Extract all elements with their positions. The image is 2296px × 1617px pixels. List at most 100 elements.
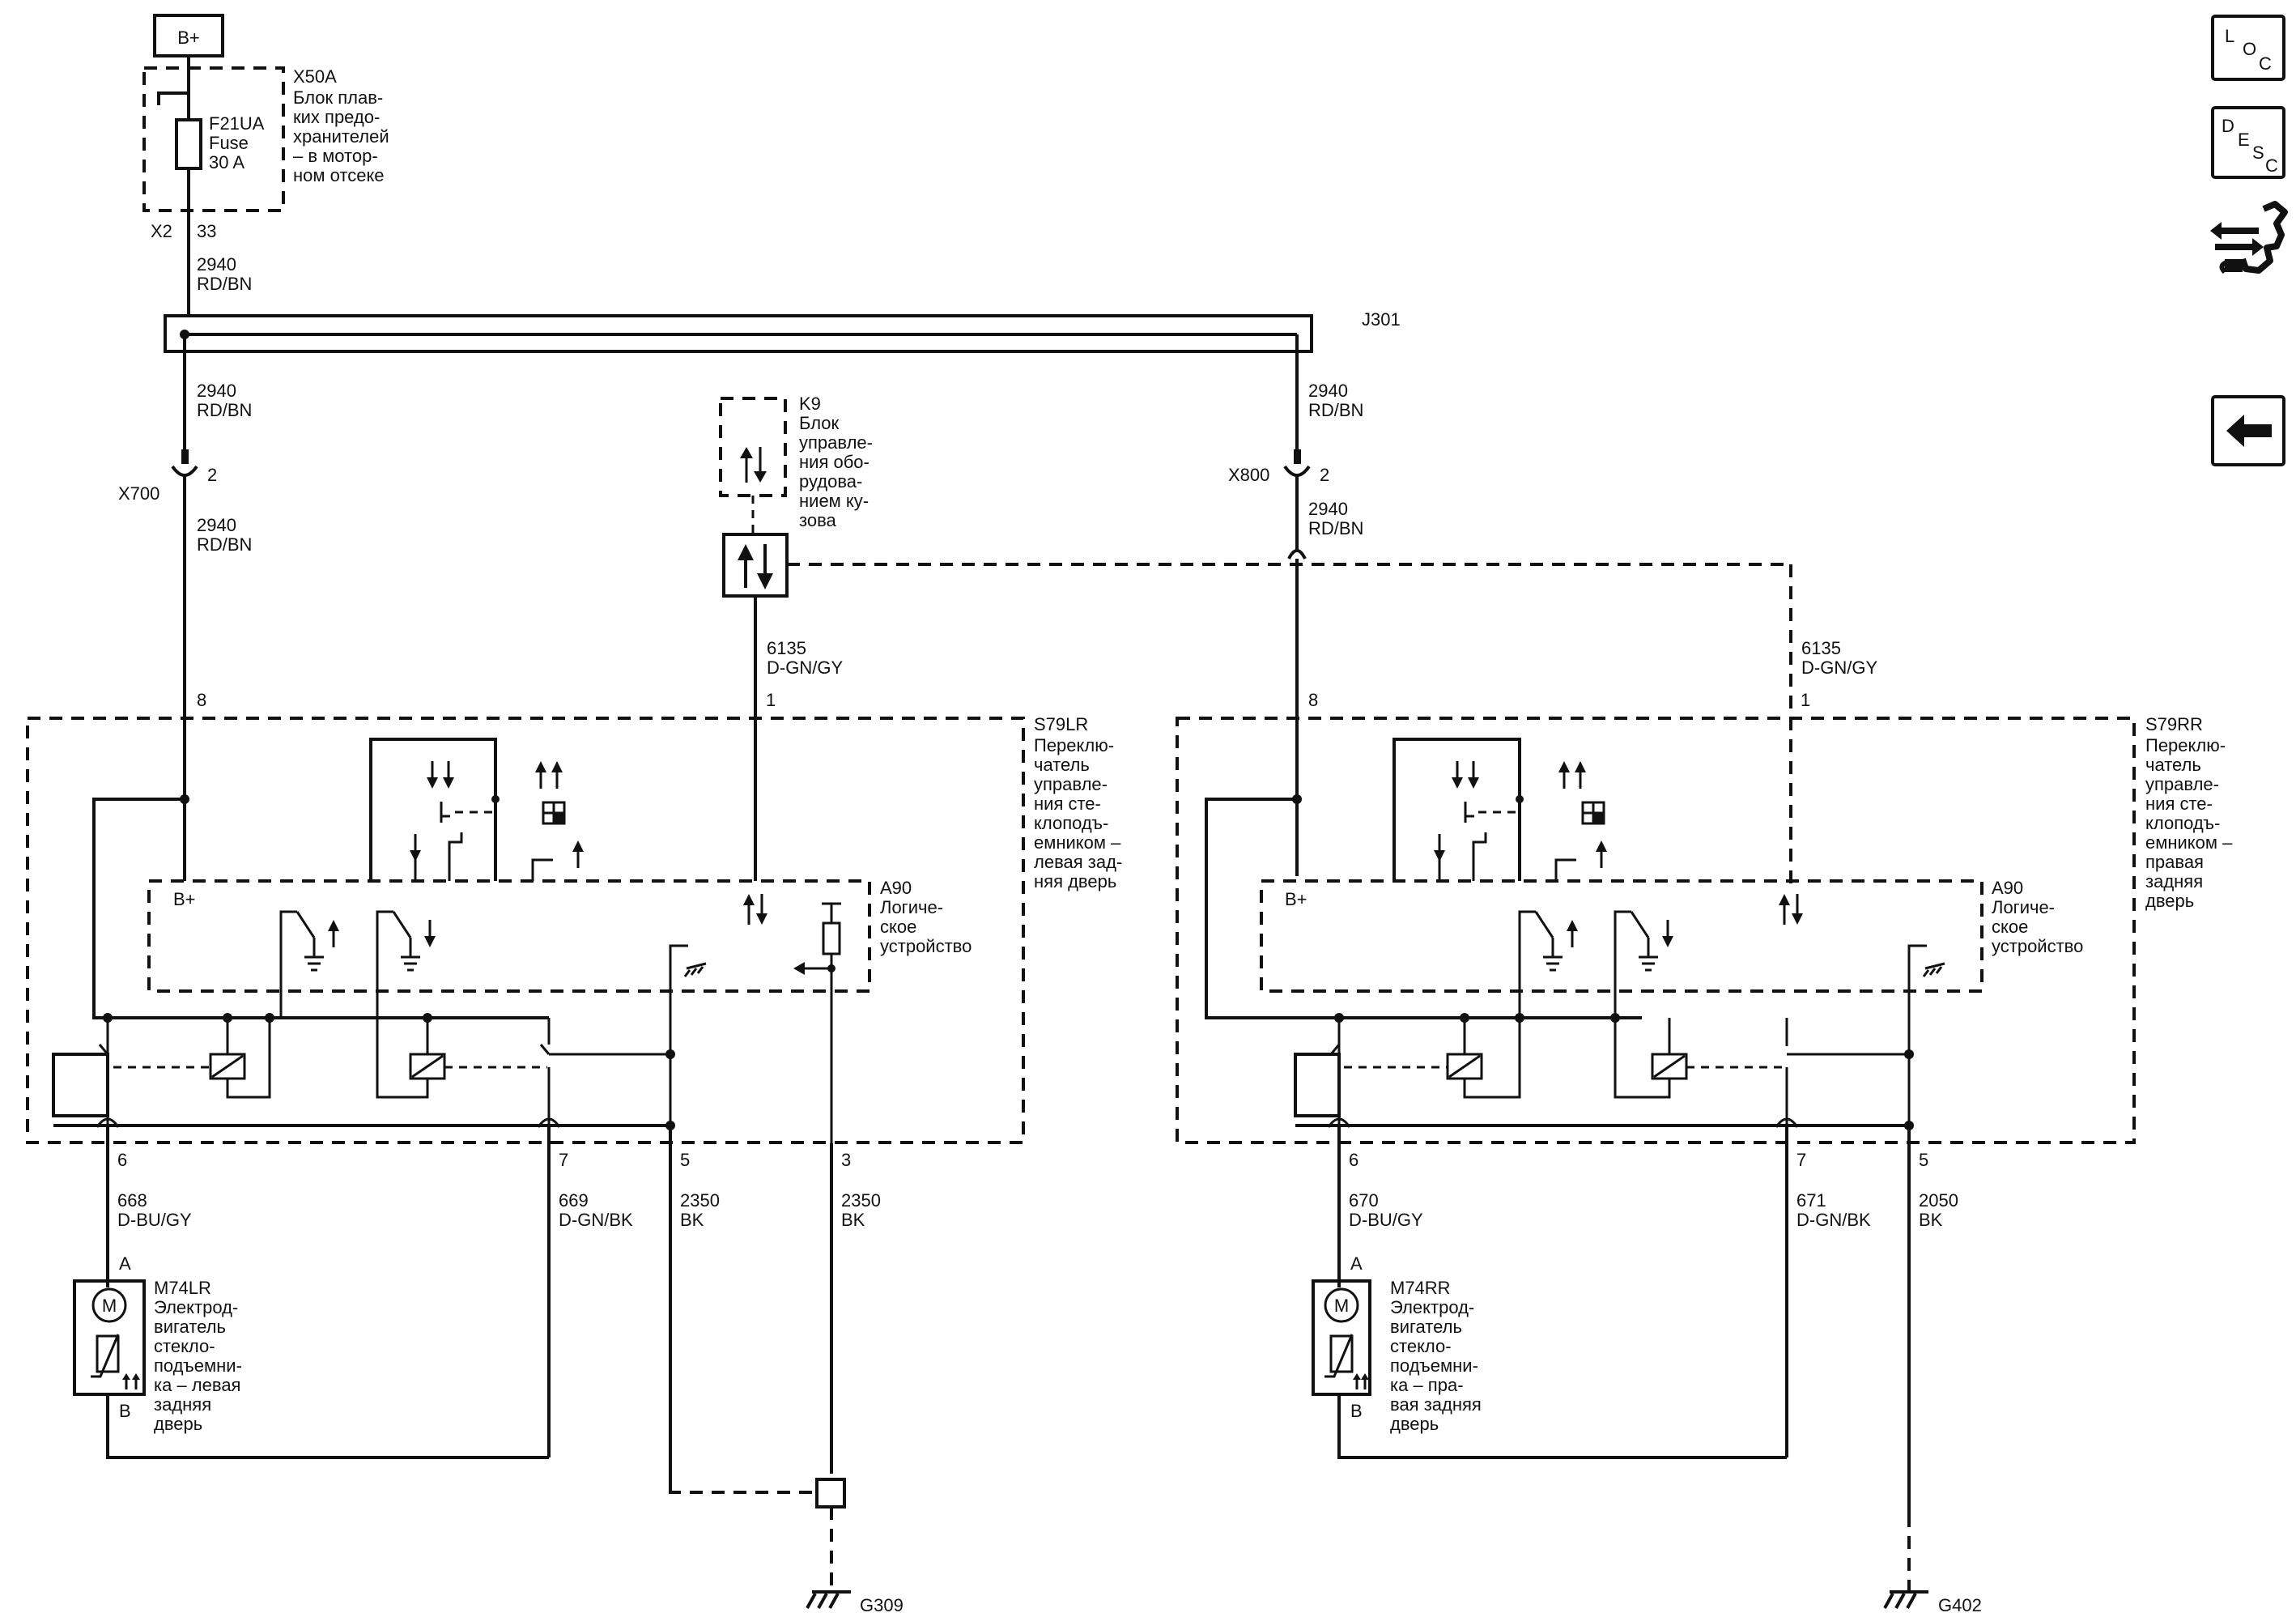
wire-670-color: D-BU/GY <box>1349 1210 1423 1230</box>
logic-lr-id: A90 <box>880 878 912 898</box>
switch-rr-id: S79RR <box>2145 714 2203 734</box>
fuse-block-x50a: X50A Блок плав- ких предо- хранителей – … <box>142 66 389 241</box>
switch-rr-desc-5: клоподъ- <box>2145 813 2220 833</box>
switch-rr-pin-5: 5 <box>1919 1150 1928 1170</box>
switch-lr-pin-7: 7 <box>559 1150 568 1170</box>
switch-rr-desc-1: Переклю- <box>2145 735 2226 755</box>
wire-2050-color: BK <box>1919 1210 1943 1230</box>
fuse-block-id: X50A <box>293 66 337 87</box>
motor-lr-desc-7: дверь <box>154 1414 202 1434</box>
bcm-desc-3: ния обо- <box>799 452 870 472</box>
motor-lr-pin-b: B <box>119 1401 131 1421</box>
motor-lr-desc-5: ка – левая <box>154 1375 240 1395</box>
double-up-arrow-icon <box>1353 1373 1369 1389</box>
switch-lr-desc-3: управле- <box>1034 774 1108 794</box>
ground-g309: G309 <box>860 1595 904 1615</box>
right-feed-number: 2940 <box>1308 381 1348 401</box>
fuse-block-desc-1: Блок плав- <box>293 87 383 108</box>
desc-button[interactable]: D E S C <box>2211 106 2285 179</box>
switch-rr-desc-6: емником – <box>2145 832 2233 853</box>
switch-rr-desc-7: правая <box>2145 852 2204 872</box>
double-down-arrow-icon <box>1452 761 1479 789</box>
logic-lr-desc-1: Логиче- <box>880 897 943 917</box>
motor-lr-desc-3: стекло- <box>154 1336 215 1356</box>
bcm-desc-1: Блок <box>799 413 840 433</box>
right-feed2-color: RD/BN <box>1308 518 1363 538</box>
logic-rr-bplus: B+ <box>1285 889 1307 909</box>
double-down-arrow-icon <box>427 761 454 789</box>
bcm-desc-4: рудова- <box>799 471 862 491</box>
fuse-pin: 33 <box>197 221 216 241</box>
down-arrow-icon <box>1662 920 1673 947</box>
wire-669-color: D-GN/BK <box>559 1210 633 1230</box>
bidirectional-arrows-icon <box>740 447 767 483</box>
fuse-icon <box>175 118 202 170</box>
feed-wire: 2940 RD/BN <box>187 211 252 316</box>
motor-rr-desc-4: подъемни- <box>1390 1355 1478 1376</box>
motor-lr-desc-2: вигатель <box>154 1317 226 1337</box>
desc-letter-4: C <box>2265 155 2278 176</box>
motor-rr-desc-1: Электрод- <box>1390 1297 1474 1317</box>
switch-rr-desc-8: задняя <box>2145 871 2203 891</box>
up-arrow-icon <box>1567 920 1578 947</box>
back-button[interactable] <box>2211 395 2285 466</box>
inline-left-id: X700 <box>118 483 159 504</box>
lock-icon <box>1581 801 1605 825</box>
bcm-desc-5: нием ку- <box>799 491 869 511</box>
switch-lr-pin-1: 1 <box>766 690 776 710</box>
wire-lr-g5-number: 2350 <box>680 1190 720 1211</box>
loc-button[interactable]: L O C <box>2211 15 2285 81</box>
motor-rr-desc-5: ка – пра- <box>1390 1375 1464 1395</box>
motor-icon <box>1324 1287 1359 1323</box>
switch-lr-desc-8: няя дверь <box>1034 871 1116 891</box>
wire-2050-number: 2050 <box>1919 1190 1958 1211</box>
down-arrow-icon <box>424 920 436 947</box>
switch-lr-desc-4: ния сте- <box>1034 794 1101 814</box>
motor-rr-desc-2: вигатель <box>1390 1317 1462 1337</box>
fuse-connector: X2 <box>151 221 172 241</box>
wire-lr-g3-number: 2350 <box>841 1190 881 1211</box>
inline-left-pin: 2 <box>207 465 217 485</box>
wire-671-color: D-GN/BK <box>1796 1210 1871 1230</box>
arrow-left-icon <box>2226 415 2272 447</box>
logic-rr-id: A90 <box>1992 878 2023 898</box>
junction-dot <box>265 1013 274 1023</box>
motor-rr-pin-b: B <box>1350 1401 1363 1421</box>
switch-lr-desc-2: чатель <box>1034 755 1090 775</box>
feed-wire-color: RD/BN <box>197 274 252 294</box>
switch-lr-pin-6: 6 <box>117 1150 127 1170</box>
right-feed2-number: 2940 <box>1308 499 1348 519</box>
signal-lr-number: 6135 <box>767 638 806 658</box>
lock-icon <box>542 801 566 825</box>
left-feed: 2940 RD/BN X700 2 2940 RD/BN <box>118 334 252 876</box>
signal-lr-color: D-GN/GY <box>767 657 843 678</box>
switch-rr-pin-1: 1 <box>1801 690 1810 710</box>
motor-rr-desc-6: вая задняя <box>1390 1394 1482 1415</box>
switch-rr-pin-6: 6 <box>1349 1150 1358 1170</box>
switch-rr-pin-8: 8 <box>1308 690 1318 710</box>
fuse-block-desc-3: хранителей <box>293 126 389 147</box>
bcm-desc-6: зова <box>799 510 837 530</box>
wire-lr-g5-color: BK <box>680 1210 704 1230</box>
lr-harness: 6 7 5 3 668 D-BU/GY 669 D-GN/BK 2350 BK … <box>73 1126 904 1615</box>
switch-lr-desc-7: левая зад- <box>1034 852 1122 872</box>
power-supply: B+ <box>153 14 224 93</box>
battery-label: B+ <box>177 28 200 48</box>
connector-icon[interactable] <box>2210 201 2288 274</box>
switch-lr-desc-6: емником – <box>1034 832 1121 853</box>
wire-668-number: 668 <box>117 1190 147 1211</box>
motor-rr-desc-7: дверь <box>1390 1414 1439 1434</box>
motor-rr-pin-a: A <box>1350 1253 1363 1274</box>
up-arrow-icon <box>572 840 584 868</box>
left-feed2-number: 2940 <box>197 515 236 535</box>
switch-rr-desc-2: чатель <box>2145 755 2201 775</box>
switch-lr-pin-5: 5 <box>680 1150 690 1170</box>
motor-lr-desc-4: подъемни- <box>154 1355 242 1376</box>
desc-letter-1: D <box>2222 116 2234 136</box>
down-arrow-icon <box>410 834 421 862</box>
wire-669-number: 669 <box>559 1190 589 1211</box>
logic-lr-desc-3: устройство <box>880 936 972 956</box>
motor-lr-id: M74LR <box>154 1278 211 1298</box>
motor-rr-symbol: M <box>1334 1296 1349 1316</box>
logic-rr-desc-1: Логиче- <box>1992 897 2055 917</box>
